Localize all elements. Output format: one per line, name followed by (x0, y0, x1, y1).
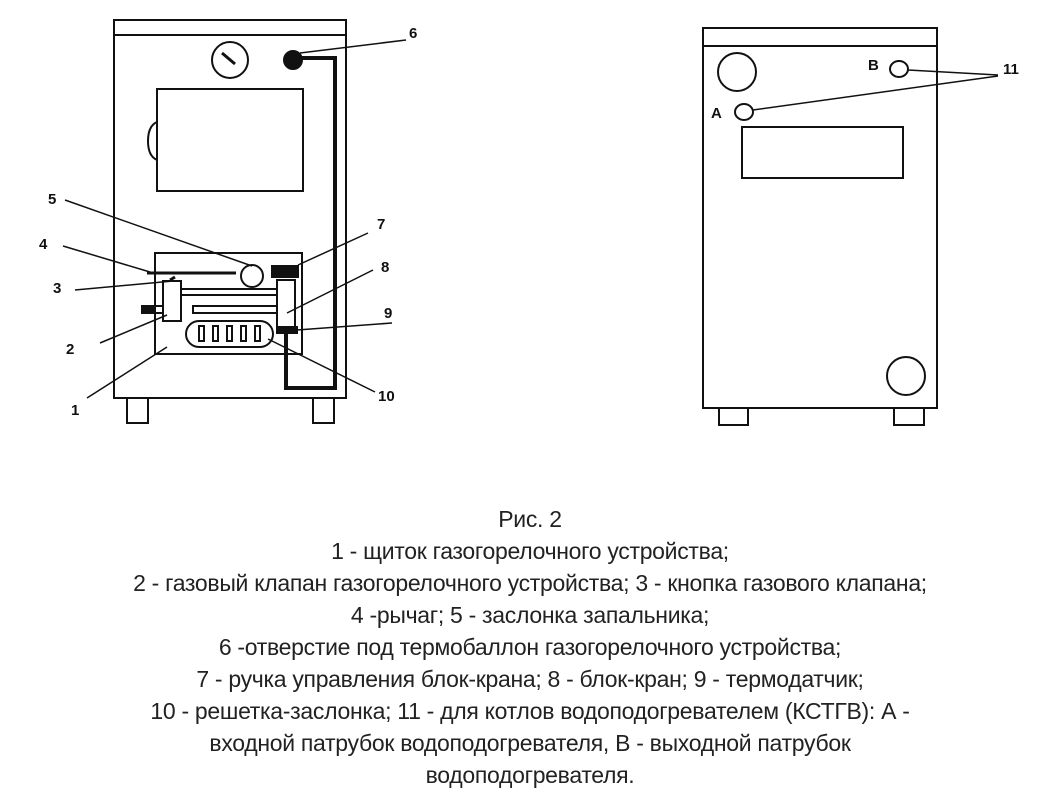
label-9: 9 (384, 305, 392, 322)
figure-caption: Рис. 2 1 - щиток газогорелочного устройс… (0, 503, 1060, 791)
caption-line: 2 - газовый клапан газогорелочного устро… (133, 570, 927, 596)
thermo-sensor-9 (276, 326, 298, 334)
front-leg-left (126, 397, 149, 424)
leader-lines-11 (752, 69, 999, 111)
label-5: 5 (48, 191, 56, 208)
valve-button-3 (169, 275, 176, 282)
label-4: 4 (39, 236, 48, 253)
caption-line: водоподогревателя. (425, 762, 635, 788)
back-view: В А 11 (702, 27, 1019, 426)
label-10: 10 (378, 388, 395, 405)
furnace-door (156, 88, 304, 192)
label-1: 1 (71, 402, 79, 419)
back-leg-right (893, 407, 925, 426)
leader-lines (62, 39, 407, 399)
gauge-icon (211, 41, 249, 79)
back-body (702, 27, 938, 409)
caption-line: 1 - щиток газогорелочного устройства; (331, 538, 729, 564)
outlet-pipe-b (889, 60, 909, 78)
back-panel (741, 126, 904, 179)
block-valve-8 (276, 279, 296, 328)
capillary-tube (284, 56, 337, 390)
front-body (113, 19, 347, 399)
label-3: 3 (53, 280, 61, 297)
inlet-pipe-a (734, 103, 754, 121)
grille-slots (198, 325, 261, 342)
caption-line: входной патрубок водоподогревателя, В - … (209, 730, 851, 756)
grille-shutter-10 (185, 320, 274, 348)
door-handle (146, 121, 158, 161)
label-8: 8 (381, 259, 389, 276)
control-knob-7 (271, 265, 299, 278)
label-a: А (711, 105, 722, 122)
front-view: 1 2 3 4 5 6 7 8 9 10 (39, 19, 417, 424)
caption-line: 10 - решетка-заслонка; 11 - для котлов в… (150, 698, 910, 724)
front-leg-right (312, 397, 335, 424)
label-7: 7 (377, 216, 385, 233)
label-b: В (868, 57, 879, 74)
burner-bar (192, 305, 278, 314)
flue-outlet (717, 52, 757, 92)
gauge-needle (221, 51, 236, 66)
valve-stub (152, 305, 164, 314)
return-pipe (886, 356, 926, 396)
caption-line: 6 -отверстие под термобаллон газогорелоч… (218, 634, 842, 660)
boiler-diagram: 1 2 3 4 5 6 7 8 9 10 В А 11 (39, 19, 1019, 426)
caption-line: 4 -рычаг; 5 - заслонка запальника; (350, 602, 710, 628)
caption-title: Рис. 2 (498, 506, 562, 532)
label-11: 11 (1003, 61, 1019, 78)
label-6: 6 (409, 25, 417, 42)
back-leg-left (718, 407, 749, 426)
valve-plug (141, 305, 154, 314)
caption-line: 7 - ручка управления блок-крана; 8 - бло… (196, 666, 864, 692)
label-2: 2 (66, 341, 74, 358)
pilot-shutter-5 (240, 264, 264, 288)
burner-panel-1 (154, 252, 303, 355)
pipe-bar (180, 288, 278, 296)
